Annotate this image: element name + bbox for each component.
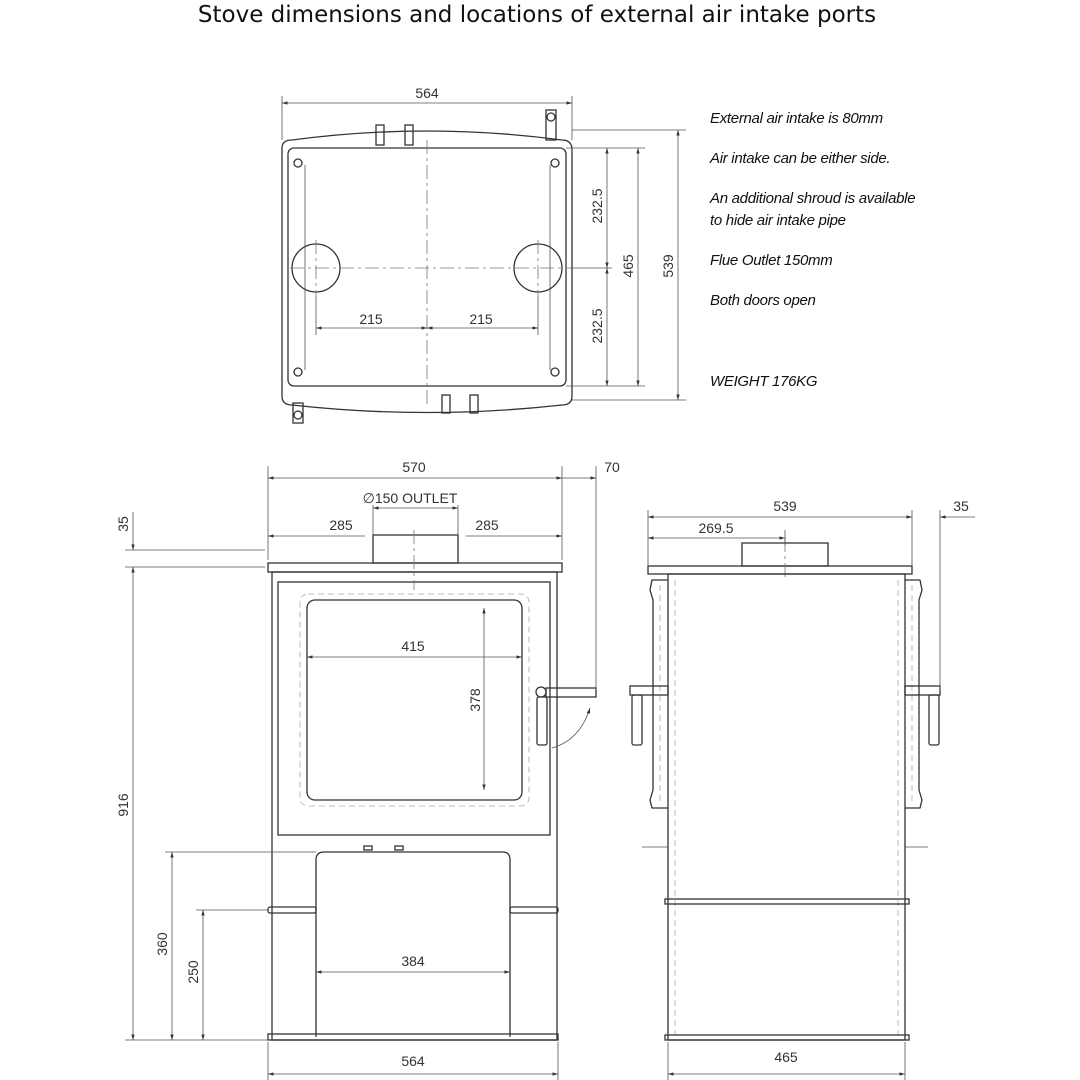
- dim-intake-left: 215: [359, 311, 383, 327]
- dim-glass-width: 415: [401, 638, 425, 654]
- side-view: 539 35 269.5 465: [629, 498, 975, 1080]
- note-shroud-2: to hide air intake pipe: [710, 212, 846, 229]
- dim-side-handle-clearance: 35: [953, 498, 969, 514]
- dim-outlet-right: 285: [475, 517, 499, 533]
- dim-shelf-height: 250: [185, 960, 201, 984]
- dim-overall-height: 916: [115, 793, 131, 817]
- dim-base-depth: 465: [774, 1049, 798, 1065]
- dim-half-depth-lower: 232.5: [589, 308, 605, 343]
- dim-glass-height: 378: [467, 688, 483, 712]
- dim-flue-height: 35: [115, 516, 131, 532]
- dim-half-depth-upper: 232.5: [589, 188, 605, 223]
- notes: External air intake is 80mm Air intake c…: [709, 110, 916, 390]
- dim-base-width: 564: [401, 1053, 425, 1069]
- dim-outlet-left: 285: [329, 517, 353, 533]
- top-view: 215 215 564 232.5 232.5 465 539: [281, 85, 686, 424]
- dim-log-store-width: 384: [401, 953, 425, 969]
- front-view: 570 70 ∅150 OUTLET 285 285 35 916 415 37…: [115, 459, 620, 1080]
- note-doors: Both doors open: [710, 292, 816, 309]
- note-shroud: An additional shroud is available: [709, 190, 915, 207]
- dim-flue-center: 269.5: [698, 520, 733, 536]
- dim-handle-clearance: 70: [604, 459, 620, 475]
- dim-overall-depth: 539: [660, 254, 676, 278]
- page-title: Stove dimensions and locations of extern…: [198, 2, 876, 28]
- dim-top-plate-width: 570: [402, 459, 426, 475]
- dim-top-depth: 539: [773, 498, 797, 514]
- note-weight: WEIGHT 176KG: [710, 373, 818, 390]
- note-intake-side: Air intake can be either side.: [709, 150, 890, 167]
- note-flue-outlet: Flue Outlet 150mm: [710, 252, 832, 269]
- outlet-label: ∅150 OUTLET: [363, 490, 458, 506]
- dim-log-store-height: 360: [154, 932, 170, 956]
- dim-depth: 465: [620, 254, 636, 278]
- note-air-intake-size: External air intake is 80mm: [710, 110, 883, 127]
- dim-intake-right: 215: [469, 311, 493, 327]
- dim-top-width: 564: [415, 85, 439, 101]
